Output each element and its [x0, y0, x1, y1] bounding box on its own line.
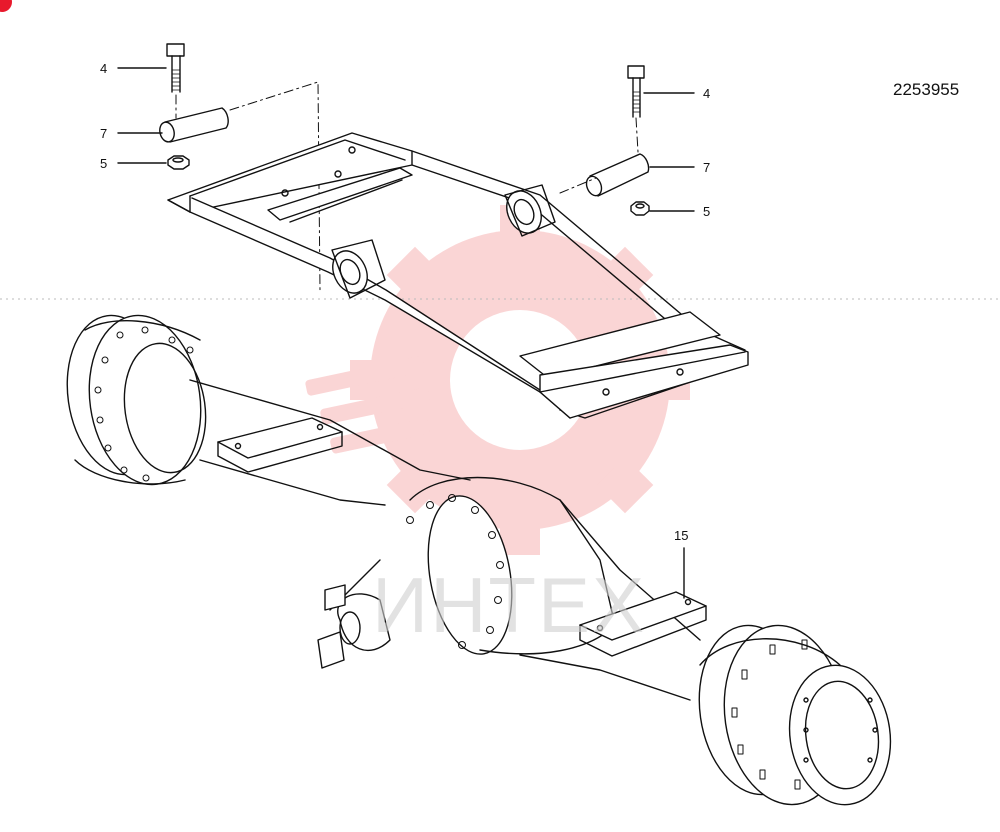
- left-bolt: [166, 43, 185, 93]
- right-bolt: [627, 65, 645, 118]
- callout-left-pin: 7: [100, 126, 108, 141]
- corner-marker: [0, 0, 12, 12]
- diagram-reference-number: 2253955: [893, 80, 960, 99]
- callout-right-bolt: 4: [703, 86, 711, 101]
- callout-axle: 15: [674, 528, 689, 543]
- callout-left-nut: 5: [100, 156, 108, 171]
- drive-axle-assembly: [66, 314, 892, 806]
- left-pin: [159, 107, 229, 143]
- callout-right-nut: 5: [703, 204, 711, 219]
- callout-left-bolt: 4: [100, 61, 108, 76]
- watermark-text: ИНТЕХ: [372, 561, 647, 649]
- assembly-axis-lines: [175, 81, 639, 291]
- right-nut: [630, 201, 650, 216]
- right-pin: [585, 153, 650, 197]
- left-nut: [167, 155, 190, 170]
- callout-right-pin: 7: [703, 160, 711, 175]
- axle-support-frame: [167, 132, 749, 419]
